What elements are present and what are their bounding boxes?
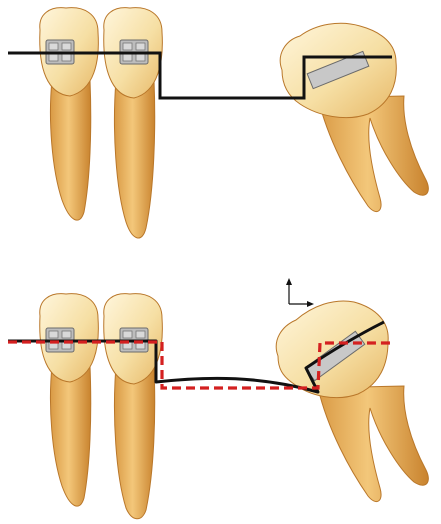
premolar-tooth-2-bottom bbox=[104, 294, 163, 519]
top-panel bbox=[8, 8, 428, 238]
tilted-molar-top bbox=[280, 23, 428, 211]
tilted-molar-bottom bbox=[276, 301, 428, 502]
premolar-tooth-1-bottom bbox=[40, 294, 99, 506]
bottom-panel bbox=[8, 294, 428, 519]
up-right-axis-arrow-icon bbox=[286, 278, 314, 307]
